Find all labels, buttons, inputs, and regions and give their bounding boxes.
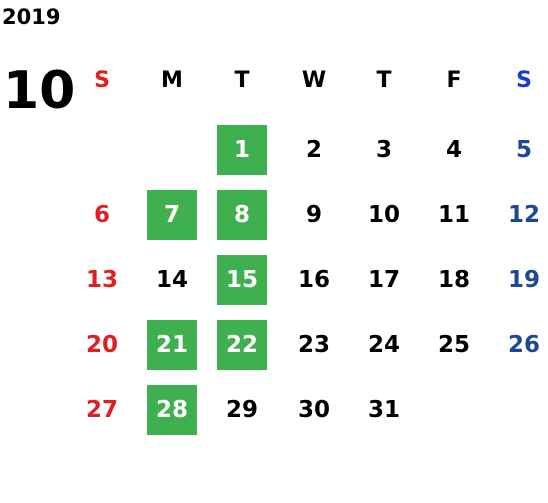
calendar-day-highlighted: 15: [217, 255, 267, 305]
calendar-day-highlighted: 8: [217, 190, 267, 240]
weekday-header-mon: M: [161, 67, 183, 93]
calendar-day-highlighted: 1: [217, 125, 267, 175]
calendar-day: 20: [85, 332, 118, 358]
calendar-day: 18: [437, 267, 470, 293]
calendar-day: 29: [225, 397, 258, 423]
calendar-day: 11: [437, 202, 470, 228]
calendar-day-highlighted: 22: [217, 320, 267, 370]
calendar-day: 10: [367, 202, 400, 228]
calendar-day: 9: [305, 202, 322, 228]
calendar-day-highlighted: 28: [147, 385, 197, 435]
calendar-day: 6: [93, 202, 110, 228]
calendar-day: 13: [85, 267, 118, 293]
calendar-day: 27: [85, 397, 118, 423]
calendar-day: 3: [375, 137, 392, 163]
weekday-header-fri: F: [446, 67, 462, 93]
calendar-day: 16: [297, 267, 330, 293]
weekday-header-sun: S: [94, 67, 110, 93]
year-label: 2019: [2, 5, 61, 29]
calendar-day: 17: [367, 267, 400, 293]
month-number: 10: [3, 61, 76, 121]
calendar-day: 2: [305, 137, 322, 163]
weekday-header-tue: T: [234, 67, 250, 93]
calendar-day: 5: [515, 137, 532, 163]
calendar-day: 31: [367, 397, 400, 423]
calendar-day-highlighted: 21: [147, 320, 197, 370]
weekday-header-sat: S: [516, 67, 532, 93]
calendar-day: 19: [507, 267, 540, 293]
calendar-day: 24: [367, 332, 400, 358]
calendar-day: 12: [507, 202, 540, 228]
calendar-day: 26: [507, 332, 540, 358]
weekday-header-thu: T: [376, 67, 392, 93]
calendar-day: 14: [155, 267, 188, 293]
calendar-day-highlighted: 7: [147, 190, 197, 240]
calendar-day: 23: [297, 332, 330, 358]
calendar-day: 30: [297, 397, 330, 423]
calendar-day: 25: [437, 332, 470, 358]
weekday-header-wed: W: [301, 67, 327, 93]
calendar-day: 4: [445, 137, 462, 163]
